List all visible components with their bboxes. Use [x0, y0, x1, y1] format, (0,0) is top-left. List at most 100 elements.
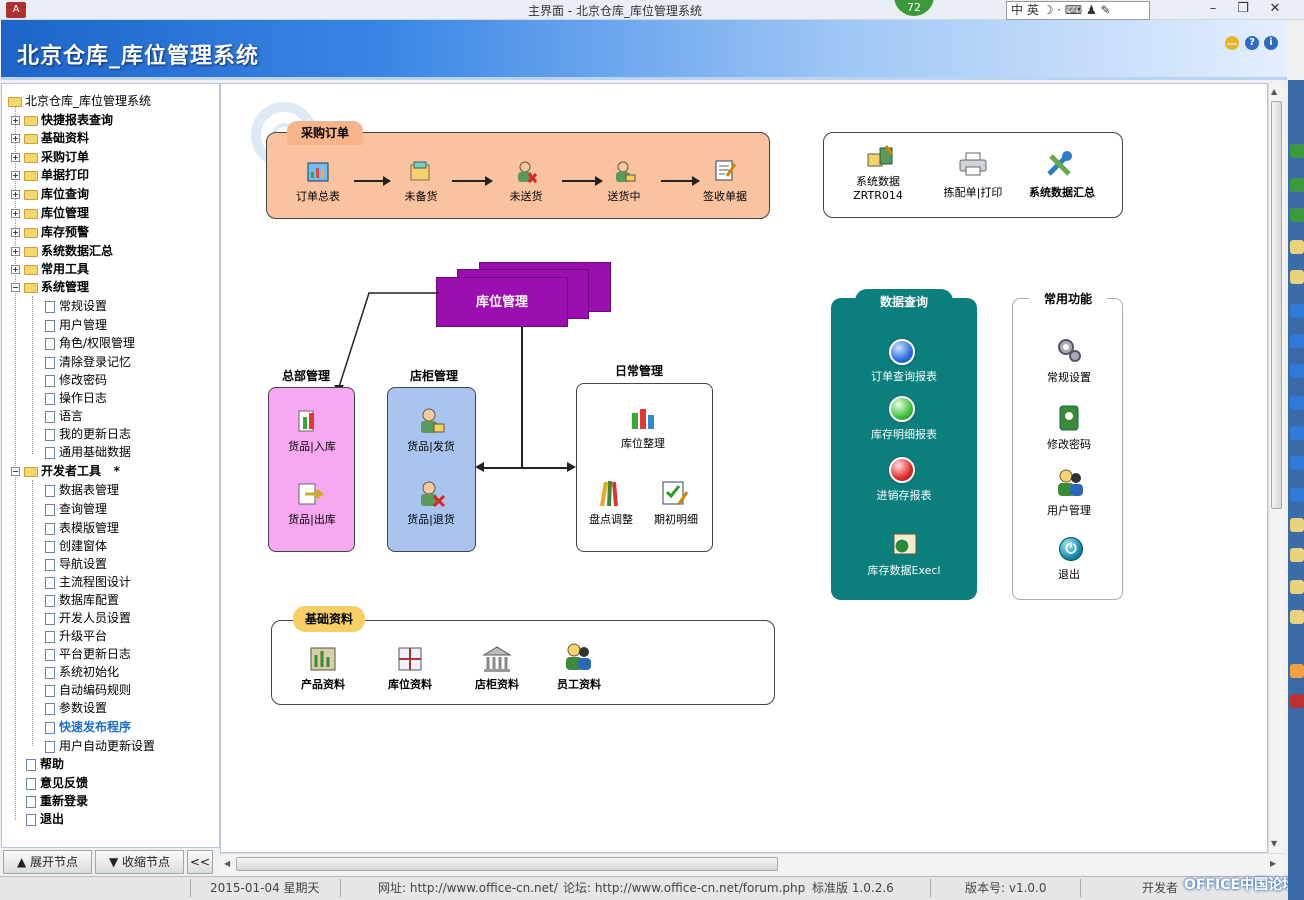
- tree-item-general-settings[interactable]: 常规设置: [45, 297, 107, 315]
- info-icon[interactable]: i: [1264, 36, 1278, 50]
- tree-group-purchase[interactable]: +采购订单: [11, 150, 90, 164]
- tree-item-exit[interactable]: 退出: [26, 810, 64, 828]
- query-order-report[interactable]: 订单查询报表: [871, 370, 937, 383]
- vertical-scrollbar[interactable]: ▲ ▼: [1268, 83, 1284, 853]
- common-password-label[interactable]: 修改密码: [1047, 438, 1091, 451]
- horizontal-scrollbar[interactable]: ◀ ▶: [220, 853, 1284, 875]
- tree-group-dev-tools[interactable]: −开发者工具 *: [11, 464, 120, 478]
- tree-item-dev[interactable]: 主流程图设计: [45, 573, 131, 591]
- query-inout-report[interactable]: 进销存报表: [876, 489, 932, 502]
- status-date: 2015-01-04 星期天: [210, 881, 320, 895]
- tree-item-dev[interactable]: 平台更新日志: [45, 645, 131, 663]
- tree-item-dev[interactable]: 自动编码规则: [45, 681, 131, 699]
- expand-nodes-button[interactable]: ▲ 展开节点: [3, 850, 92, 874]
- expand-icon[interactable]: +: [11, 265, 20, 274]
- expand-icon[interactable]: +: [11, 116, 20, 125]
- tree-group-tools[interactable]: +常用工具: [11, 262, 90, 276]
- query-stock-excel[interactable]: 库存数据Execl: [867, 564, 941, 577]
- purchase-step-label[interactable]: 送货中: [607, 190, 641, 203]
- minimize-button[interactable]: –: [1209, 1, 1217, 16]
- expand-icon[interactable]: +: [11, 190, 20, 199]
- store-return-label[interactable]: 货品|退货: [407, 513, 455, 526]
- hq-stock-in-label[interactable]: 货品|入库: [288, 440, 336, 453]
- tree-group-basic-data[interactable]: +基础资料: [11, 131, 90, 145]
- scroll-thumb[interactable]: [1271, 101, 1282, 509]
- scroll-down-icon[interactable]: ▼: [1271, 839, 1278, 848]
- tree-group-location-query[interactable]: +库位查询: [11, 187, 90, 201]
- tree-item-language[interactable]: 语言: [45, 407, 83, 425]
- tree-item-dev[interactable]: 数据表管理: [45, 481, 119, 499]
- purchase-step-label[interactable]: 未备货: [404, 190, 438, 203]
- scroll-left-icon[interactable]: ◀: [224, 859, 231, 868]
- basic-product-label[interactable]: 产品资料: [301, 678, 345, 691]
- collapse-icon[interactable]: −: [11, 467, 20, 476]
- daily-opening-label[interactable]: 期初明细: [654, 513, 698, 526]
- tree-item-my-update-log[interactable]: 我的更新日志: [45, 425, 131, 443]
- tree-group-stock-alert[interactable]: +库存预警: [11, 225, 90, 239]
- maximize-button[interactable]: ❐: [1237, 1, 1249, 16]
- daily-stocktake-label[interactable]: 盘点调整: [589, 513, 633, 526]
- tree-item-dev[interactable]: 参数设置: [45, 699, 107, 717]
- tree-item-user-mgmt[interactable]: 用户管理: [45, 316, 107, 334]
- expand-icon[interactable]: +: [11, 209, 20, 218]
- purchase-step-label[interactable]: 订单总表: [296, 190, 340, 203]
- tree-item-dev[interactable]: 开发人员设置: [45, 609, 131, 627]
- collapse-nodes-button[interactable]: ▼ 收缩节点: [95, 850, 184, 874]
- tree-item-feedback[interactable]: 意见反馈: [26, 774, 88, 792]
- common-exit-label[interactable]: 退出: [1058, 568, 1080, 581]
- tree-item-dev[interactable]: 系统初始化: [45, 663, 119, 681]
- tree-root[interactable]: 北京仓库_库位管理系统: [8, 92, 151, 110]
- daily-organize-label[interactable]: 库位整理: [621, 437, 665, 450]
- tree-item-dev[interactable]: 升级平台: [45, 627, 107, 645]
- tree-group-location-mgmt[interactable]: +库位管理: [11, 206, 90, 220]
- expand-icon[interactable]: +: [11, 153, 20, 162]
- tree-group-system-mgmt[interactable]: −系统管理: [11, 280, 90, 294]
- tree-item-relogin[interactable]: 重新登录: [26, 792, 88, 810]
- store-ship-label[interactable]: 货品|发货: [407, 440, 455, 453]
- close-button[interactable]: ✕: [1269, 1, 1281, 16]
- help-icon[interactable]: ?: [1245, 36, 1259, 50]
- basic-store-label[interactable]: 店柜资料: [475, 678, 519, 691]
- basic-location-label[interactable]: 库位资料: [388, 678, 432, 691]
- data-summary-label[interactable]: 系统数据汇总: [1029, 186, 1095, 199]
- tree-group-data-summary[interactable]: +系统数据汇总: [11, 244, 114, 258]
- expand-icon[interactable]: +: [11, 134, 20, 143]
- tree-item-dev[interactable]: 导航设置: [45, 555, 107, 573]
- folder-icon: [24, 466, 38, 477]
- tree-item-change-password[interactable]: 修改密码: [45, 371, 107, 389]
- folder-icon: [8, 96, 22, 107]
- tree-item-help[interactable]: 帮助: [26, 755, 64, 773]
- tree-item-dev[interactable]: 表模版管理: [45, 519, 119, 537]
- tree-item-dev-selected[interactable]: 快速发布程序: [45, 718, 131, 736]
- tree-group-print[interactable]: +单据打印: [11, 168, 90, 182]
- chat-icon[interactable]: …: [1225, 36, 1239, 50]
- tree-item-dev[interactable]: 用户自动更新设置: [45, 737, 155, 755]
- pick-print-label[interactable]: 拣配单|打印: [943, 186, 1003, 199]
- system-data-label[interactable]: 系统数据: [856, 175, 900, 188]
- tree-item-dev[interactable]: 查询管理: [45, 500, 107, 518]
- scroll-right-icon[interactable]: ▶: [1270, 859, 1277, 868]
- expand-icon[interactable]: +: [11, 171, 20, 180]
- purchase-step-label[interactable]: 签收单据: [703, 190, 747, 203]
- tree-item-clear-login[interactable]: 清除登录记忆: [45, 353, 131, 371]
- collapse-icon[interactable]: −: [11, 283, 20, 292]
- toggle-sidebar-button[interactable]: <<: [187, 850, 213, 874]
- expand-icon[interactable]: +: [11, 228, 20, 237]
- tree-item-operation-log[interactable]: 操作日志: [45, 389, 107, 407]
- tree-group-quick-reports[interactable]: +快捷报表查询: [11, 113, 114, 127]
- expand-icon[interactable]: +: [11, 247, 20, 256]
- tree-item-dev[interactable]: 数据库配置: [45, 591, 119, 609]
- location-mgmt-center-node[interactable]: 库位管理: [436, 277, 568, 327]
- hscroll-thumb[interactable]: [236, 857, 778, 871]
- tree-item-roles[interactable]: 角色/权限管理: [45, 334, 135, 352]
- tree-item-common-base-data[interactable]: 通用基础数据: [45, 443, 131, 461]
- common-settings-label[interactable]: 常规设置: [1047, 371, 1091, 384]
- purchase-step-label[interactable]: 未送货: [509, 190, 543, 203]
- common-users-label[interactable]: 用户管理: [1047, 504, 1091, 517]
- scroll-up-icon[interactable]: ▲: [1271, 87, 1278, 96]
- basic-employee-label[interactable]: 员工资料: [557, 678, 601, 691]
- ime-toolbar[interactable]: 中 英 ☽ · ⌨ ♟ ✎: [1006, 1, 1150, 20]
- query-stock-detail[interactable]: 库存明细报表: [871, 428, 937, 441]
- hq-stock-out-label[interactable]: 货品|出库: [288, 513, 336, 526]
- tree-item-dev[interactable]: 创建窗体: [45, 537, 107, 555]
